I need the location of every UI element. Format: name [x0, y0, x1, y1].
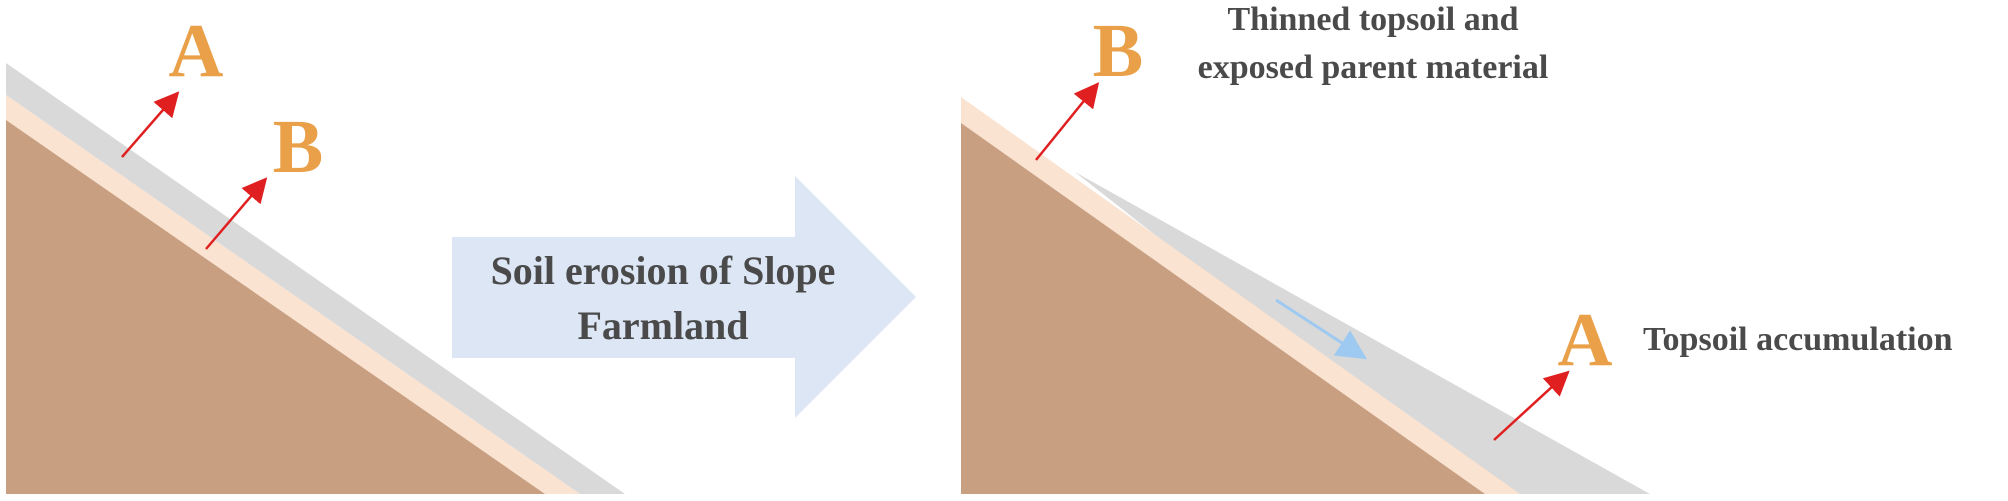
thinned-topsoil-light-after [961, 97, 1520, 494]
label-a-before: A [169, 9, 224, 93]
arrow-pointer-b-before [205, 177, 268, 250]
topsoil-light-layer-before [6, 95, 580, 494]
big-right-arrow [452, 176, 916, 418]
note-a: Topsoil accumulation [1643, 321, 1953, 358]
process-label-line1: Soil erosion of Slope [491, 248, 836, 293]
arrow-pointer-a-before [121, 91, 180, 158]
arrow-pointer-a-after [1493, 370, 1570, 441]
topsoil-gray-layer-before [6, 63, 625, 494]
process-label-line2: Farmland [577, 303, 748, 348]
label-b-after: B [1093, 9, 1144, 93]
flow-direction-arrow [1275, 298, 1368, 360]
process-arrow: Soil erosion of Slope Farmland [452, 176, 916, 418]
subsoil-layer-after [961, 123, 1485, 494]
subsoil-layer-before [6, 120, 545, 494]
label-b-before: B [273, 105, 324, 189]
label-a-after: A [1558, 298, 1613, 382]
slope-after: B A Thinned topsoil and exposed parent m… [961, 1, 1953, 494]
arrow-pointer-b-after [1035, 82, 1100, 161]
slope-before: A B [6, 9, 625, 494]
note-b-line2: exposed parent material [1198, 49, 1549, 86]
note-b-line1: Thinned topsoil and [1227, 1, 1518, 38]
